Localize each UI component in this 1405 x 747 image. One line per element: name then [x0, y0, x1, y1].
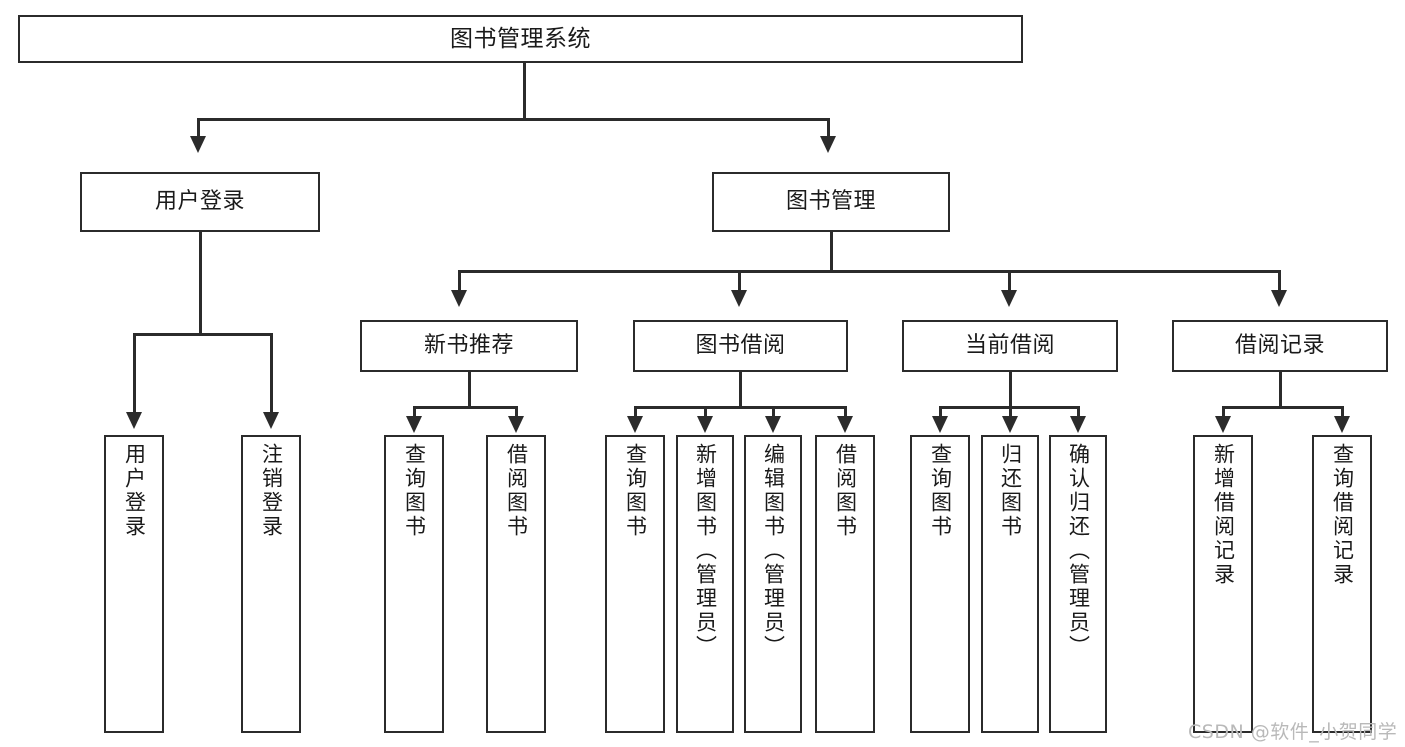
node-label: 新增借阅记录 [1211, 443, 1236, 587]
node-book-borrow[interactable]: 图书借阅 [633, 320, 848, 372]
connector-book-borrow-drop-3 [772, 406, 775, 418]
connector-book-borrow-drop-2 [704, 406, 707, 418]
node-label: 借阅图书 [833, 443, 858, 539]
node-label: 图书借阅 [695, 333, 786, 359]
connector-book-borrow-drop-4 [844, 406, 847, 418]
node-leaf-query-borrow-record[interactable]: 查询借阅记录 [1312, 435, 1372, 733]
connector-user-login-bar [133, 333, 272, 336]
connector-user-login-drop-1 [133, 333, 136, 413]
connector-root-to-book-manage [827, 118, 830, 138]
node-leaf-borrow-book-2[interactable]: 借阅图书 [815, 435, 875, 733]
arrowhead-book-borrow [731, 290, 747, 307]
node-label: 查询图书 [928, 443, 953, 539]
node-label: 当前借阅 [964, 333, 1055, 359]
arrowhead-borrow-record [1271, 290, 1287, 307]
arrowhead-leaf-add-book [697, 416, 713, 433]
node-label: 用户登录 [122, 443, 147, 539]
connector-current-borrow-drop-2 [1009, 406, 1012, 418]
node-label: 查询图书 [402, 443, 427, 539]
node-label: 图书管理系统 [450, 25, 591, 52]
node-label: 借阅图书 [504, 443, 529, 539]
arrowhead-new-book-rec [451, 290, 467, 307]
node-label: 用户登录 [154, 189, 245, 215]
node-leaf-query-book-1[interactable]: 查询图书 [384, 435, 444, 733]
node-label: 新书推荐 [423, 333, 514, 359]
arrowhead-leaf-edit-book [765, 416, 781, 433]
connector-new-book-rec-drop-2 [515, 406, 518, 418]
node-borrow-record[interactable]: 借阅记录 [1172, 320, 1388, 372]
connector-new-book-rec-drop-1 [413, 406, 416, 418]
node-leaf-return-book[interactable]: 归还图书 [981, 435, 1039, 733]
node-user-login[interactable]: 用户登录 [80, 172, 320, 232]
arrowhead-leaf-query-book-1 [406, 416, 422, 433]
connector-root-bar [197, 118, 829, 121]
node-leaf-add-borrow-record[interactable]: 新增借阅记录 [1193, 435, 1253, 733]
connector-book-borrow-bar [634, 406, 846, 409]
node-leaf-logout-login[interactable]: 注销登录 [241, 435, 301, 733]
connector-borrow-record-stem [1279, 372, 1282, 408]
node-label: 借阅记录 [1234, 333, 1325, 359]
node-book-management-system[interactable]: 图书管理系统 [18, 15, 1023, 63]
connector-root-to-user-login [197, 118, 200, 138]
connector-new-book-rec-bar [413, 406, 517, 409]
connector-book-manage-drop-3 [1008, 270, 1011, 292]
arrowhead-book-manage [820, 136, 836, 153]
connector-book-borrow-stem [739, 372, 742, 408]
connector-user-login-drop-2 [270, 333, 273, 413]
node-leaf-confirm-return[interactable]: 确认归还（管理员） [1049, 435, 1107, 733]
node-leaf-query-book-3[interactable]: 查询图书 [910, 435, 970, 733]
node-label: 图书管理 [785, 189, 876, 215]
node-label: 新增图书（管理员） [693, 443, 718, 659]
connector-book-manage-drop-1 [458, 270, 461, 292]
node-leaf-add-book[interactable]: 新增图书（管理员） [676, 435, 734, 733]
connector-new-book-rec-stem [468, 372, 471, 408]
connector-current-borrow-drop-1 [939, 406, 942, 418]
connector-user-login-stem [199, 232, 202, 335]
arrowhead-leaf-borrow-book-1 [508, 416, 524, 433]
connector-book-manage-stem [830, 232, 833, 272]
node-label: 确认归还（管理员） [1066, 443, 1091, 659]
connector-book-manage-drop-2 [738, 270, 741, 292]
node-label: 查询图书 [623, 443, 648, 539]
arrowhead-leaf-user-login [126, 412, 142, 429]
arrowhead-leaf-add-record [1215, 416, 1231, 433]
node-leaf-borrow-book-1[interactable]: 借阅图书 [486, 435, 546, 733]
connector-book-manage-drop-4 [1278, 270, 1281, 292]
arrowhead-leaf-confirm-return [1070, 416, 1086, 433]
arrowhead-leaf-borrow-book-2 [837, 416, 853, 433]
csdn-watermark: CSDN @软件_小贺同学 [1188, 721, 1398, 743]
arrowhead-leaf-query-record [1334, 416, 1350, 433]
arrowhead-leaf-return-book [1002, 416, 1018, 433]
arrowhead-current-borrow [1001, 290, 1017, 307]
arrowhead-leaf-logout-login [263, 412, 279, 429]
node-label: 查询借阅记录 [1330, 443, 1355, 587]
arrowhead-leaf-query-book-3 [932, 416, 948, 433]
node-new-book-recommendation[interactable]: 新书推荐 [360, 320, 578, 372]
node-leaf-query-book-2[interactable]: 查询图书 [605, 435, 665, 733]
connector-root-stem [523, 63, 526, 120]
node-label: 注销登录 [259, 443, 284, 539]
node-label: 编辑图书（管理员） [761, 443, 786, 659]
arrowhead-leaf-query-book-2 [627, 416, 643, 433]
connector-borrow-record-drop-1 [1222, 406, 1225, 418]
connector-book-manage-bar [458, 270, 1280, 273]
connector-current-borrow-stem [1009, 372, 1012, 408]
arrowhead-user-login [190, 136, 206, 153]
connector-borrow-record-bar [1222, 406, 1343, 409]
node-label: 归还图书 [998, 443, 1023, 539]
node-current-borrow[interactable]: 当前借阅 [902, 320, 1118, 372]
node-leaf-edit-book[interactable]: 编辑图书（管理员） [744, 435, 802, 733]
node-book-management[interactable]: 图书管理 [712, 172, 950, 232]
node-leaf-user-login[interactable]: 用户登录 [104, 435, 164, 733]
connector-borrow-record-drop-2 [1341, 406, 1344, 418]
connector-book-borrow-drop-1 [634, 406, 637, 418]
connector-current-borrow-drop-3 [1077, 406, 1080, 418]
